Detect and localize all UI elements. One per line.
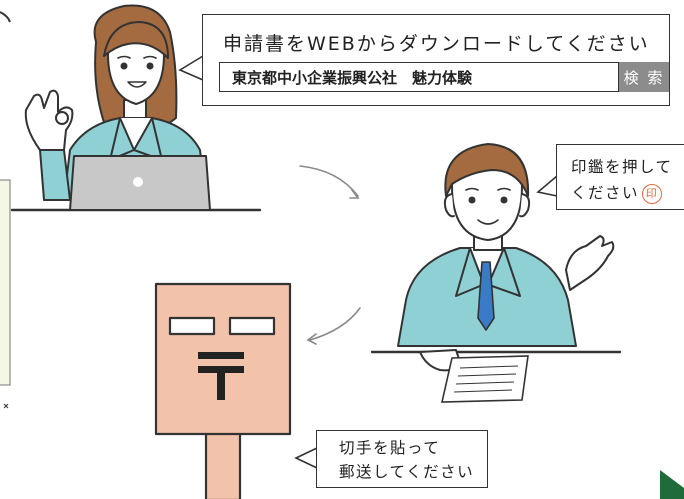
postbox-icon [154,282,292,499]
stamp-instruction-line2-wrap: ください印 [571,181,663,204]
bubble-tail-stamp [536,175,558,197]
stamp-instruction-line1: 印鑑を押して [571,158,673,176]
stamp-icon: 印 [642,183,663,204]
bubble-tail-download [178,55,204,81]
search-input[interactable]: 東京都中小企業振興公社 魅力体験 [219,62,619,92]
document-icon [440,355,529,403]
search-button[interactable]: 検 索 [619,62,669,92]
woman-figure [10,4,262,212]
mail-speech-bubble: 切手を貼って 郵送してください [316,430,488,488]
corner-accent [660,470,684,499]
left-edge-frame [0,11,11,409]
arrow-icon [299,165,361,345]
stamp-instruction-line2: ください [571,184,640,202]
download-speech-bubble: 申請書をWEBからダウンロードしてください 東京都中小企業振興公社 魅力体験 検… [202,14,670,106]
postal-mark-icon [198,352,244,400]
search-query-text: 東京都中小企業振興公社 魅力体験 [232,69,473,87]
download-instruction-text: 申請書をWEBからダウンロードしてください [223,33,650,55]
mail-instruction-line1: 切手を貼って [339,439,441,457]
mail-instruction-line2: 郵送してください [339,463,475,481]
laptop-icon [69,155,211,211]
stamp-speech-bubble: 印鑑を押して ください印 [556,144,684,210]
bubble-tail-mail [294,447,318,469]
man-figure [370,143,622,372]
